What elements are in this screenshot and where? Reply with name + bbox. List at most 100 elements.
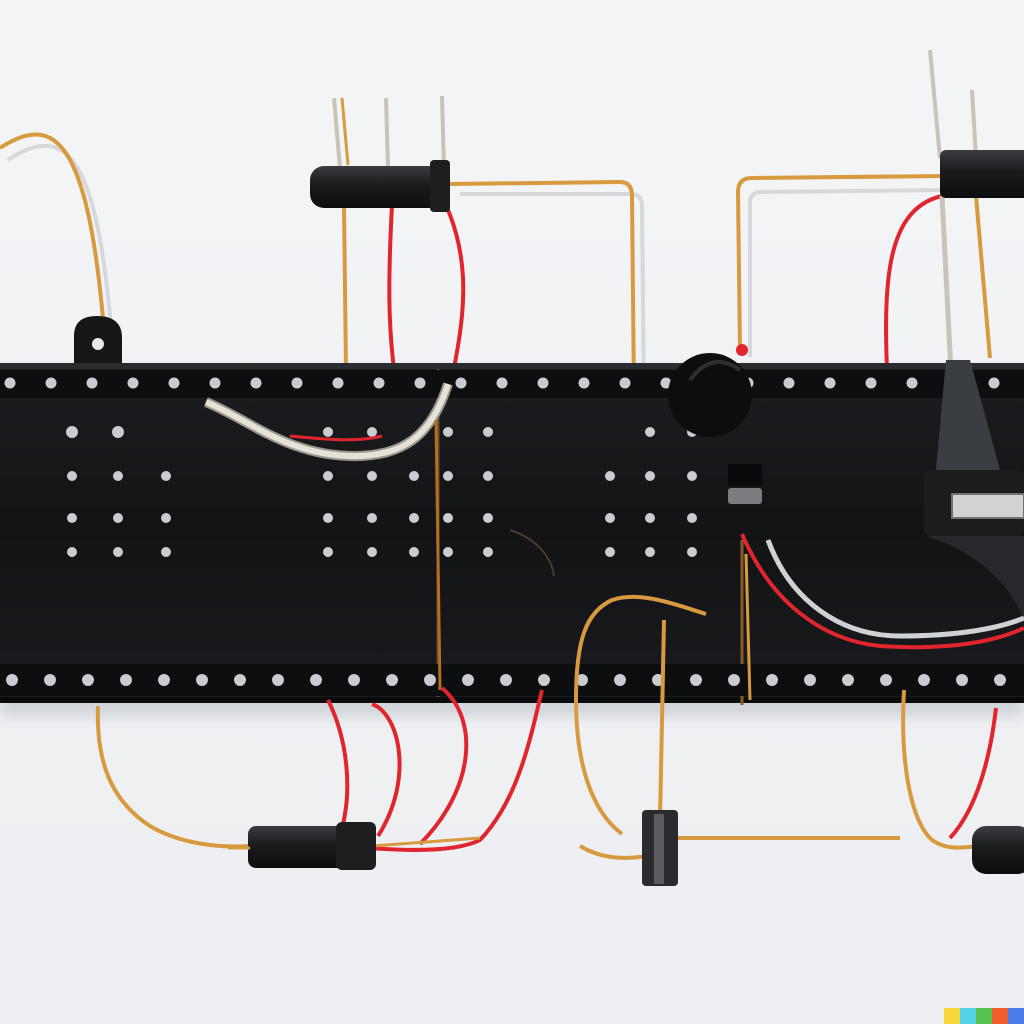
board-hole bbox=[483, 513, 493, 523]
board-hole bbox=[605, 547, 615, 557]
board-hole bbox=[614, 674, 626, 686]
board-hole bbox=[906, 377, 918, 389]
board-hole bbox=[783, 377, 795, 389]
board-hole bbox=[804, 674, 816, 686]
board-hole bbox=[161, 547, 171, 557]
board-hole bbox=[310, 674, 322, 686]
board-hole bbox=[443, 471, 453, 481]
trace-left bbox=[434, 419, 442, 691]
copper-wire-middle bbox=[573, 594, 707, 836]
copper-wire-top-center bbox=[449, 179, 638, 593]
board-hole bbox=[367, 471, 377, 481]
board-hole bbox=[576, 674, 588, 686]
red-wire-bottom-1 bbox=[326, 699, 350, 829]
board-hole bbox=[373, 377, 385, 389]
board-hole bbox=[687, 471, 697, 481]
board-hole bbox=[323, 427, 333, 437]
copper-wire-top-left bbox=[0, 132, 106, 331]
board-hole bbox=[348, 674, 360, 686]
board-hole bbox=[619, 377, 631, 389]
board-hole bbox=[880, 674, 892, 686]
board-hole bbox=[291, 377, 303, 389]
board-hole bbox=[161, 513, 171, 523]
board-hole bbox=[645, 547, 655, 557]
red-wire-bottom-3 bbox=[418, 686, 469, 846]
white-wire-right bbox=[765, 539, 1024, 639]
board-hole bbox=[645, 471, 655, 481]
board-hole bbox=[323, 513, 333, 523]
board-hole bbox=[409, 471, 419, 481]
board-hole bbox=[578, 377, 590, 389]
board-hole bbox=[443, 427, 453, 437]
board-hole bbox=[994, 674, 1006, 686]
board-hole bbox=[455, 377, 467, 389]
board-hole bbox=[824, 377, 836, 389]
board-hole bbox=[196, 674, 208, 686]
board-hole bbox=[66, 426, 78, 438]
small-chip bbox=[728, 464, 762, 504]
connector-top-right bbox=[940, 150, 1024, 198]
board-hole bbox=[645, 513, 655, 523]
board-hole bbox=[728, 674, 740, 686]
board-hole bbox=[332, 377, 344, 389]
connector-top bbox=[310, 160, 450, 212]
top-hole-row bbox=[4, 377, 1000, 389]
red-wire-bottom-4 bbox=[369, 689, 544, 852]
board-hole bbox=[645, 427, 655, 437]
board-hole bbox=[113, 547, 123, 557]
red-wire-board bbox=[289, 434, 383, 442]
board-hole bbox=[443, 513, 453, 523]
connector-bottom-left bbox=[228, 822, 376, 870]
board-hole bbox=[956, 674, 968, 686]
board-hole bbox=[113, 471, 123, 481]
board-hole bbox=[272, 674, 284, 686]
board-hole bbox=[842, 674, 854, 686]
connector-bottom-center bbox=[642, 810, 678, 886]
board-hole bbox=[67, 513, 77, 523]
red-wire-bottom-2 bbox=[371, 702, 402, 838]
board-hole bbox=[45, 377, 57, 389]
board-hole bbox=[483, 427, 493, 437]
board-hole bbox=[988, 377, 1000, 389]
copper-wire-bottom-right bbox=[901, 689, 981, 850]
board-hole bbox=[120, 674, 132, 686]
board-hole bbox=[409, 513, 419, 523]
board-hole bbox=[443, 547, 453, 557]
board-hole bbox=[44, 674, 56, 686]
copper-wire-top-right bbox=[735, 174, 945, 351]
board-hole bbox=[462, 674, 474, 686]
board-hole bbox=[127, 377, 139, 389]
board-hole bbox=[6, 674, 18, 686]
board-hole bbox=[82, 674, 94, 686]
board-hole bbox=[367, 513, 377, 523]
perfboard bbox=[0, 363, 1024, 705]
board-hole bbox=[234, 674, 246, 686]
board-hole bbox=[386, 674, 398, 686]
board-hole bbox=[918, 674, 930, 686]
board-hole bbox=[113, 513, 123, 523]
board-hole bbox=[605, 471, 615, 481]
inner-hole-grid bbox=[66, 426, 697, 557]
header-pins-top-right bbox=[928, 49, 978, 159]
red-wire-top-right bbox=[884, 194, 943, 399]
board-hole bbox=[500, 674, 512, 686]
board-hole bbox=[496, 377, 508, 389]
board-hole bbox=[86, 377, 98, 389]
board-hole bbox=[158, 674, 170, 686]
bottom-hole-row bbox=[6, 674, 1006, 686]
board-hole bbox=[67, 471, 77, 481]
board-hole bbox=[605, 513, 615, 523]
board-hole bbox=[687, 513, 697, 523]
board-hole bbox=[168, 377, 180, 389]
red-wire-right bbox=[740, 533, 1024, 650]
board-hole bbox=[323, 471, 333, 481]
board-hole bbox=[538, 674, 550, 686]
board-hole bbox=[112, 426, 124, 438]
board-hole bbox=[690, 674, 702, 686]
board-hole bbox=[409, 547, 419, 557]
board-hole bbox=[660, 377, 672, 389]
board-hole bbox=[865, 377, 877, 389]
board-hole bbox=[766, 674, 778, 686]
board-hole bbox=[209, 377, 221, 389]
